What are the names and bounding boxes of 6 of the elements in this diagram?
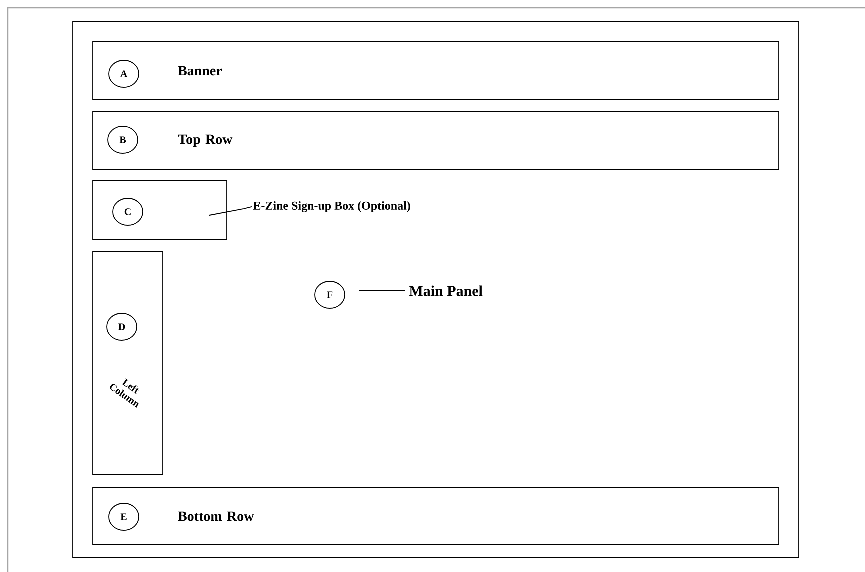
leader-line — [359, 290, 406, 292]
callout-text: Main Panel — [409, 286, 483, 296]
panel-box — [92, 180, 228, 240]
panel-box — [72, 22, 800, 558]
leader-line — [209, 206, 252, 216]
callout-text: E-Zine Sign-up Box (Optional) — [253, 202, 410, 212]
